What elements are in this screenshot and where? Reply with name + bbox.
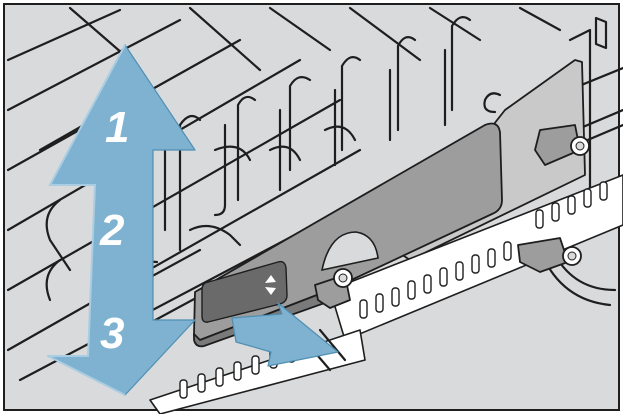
step-label-3: 3 <box>100 309 124 358</box>
step-label-1: 1 <box>105 103 129 152</box>
step-label-2: 2 <box>99 206 125 255</box>
